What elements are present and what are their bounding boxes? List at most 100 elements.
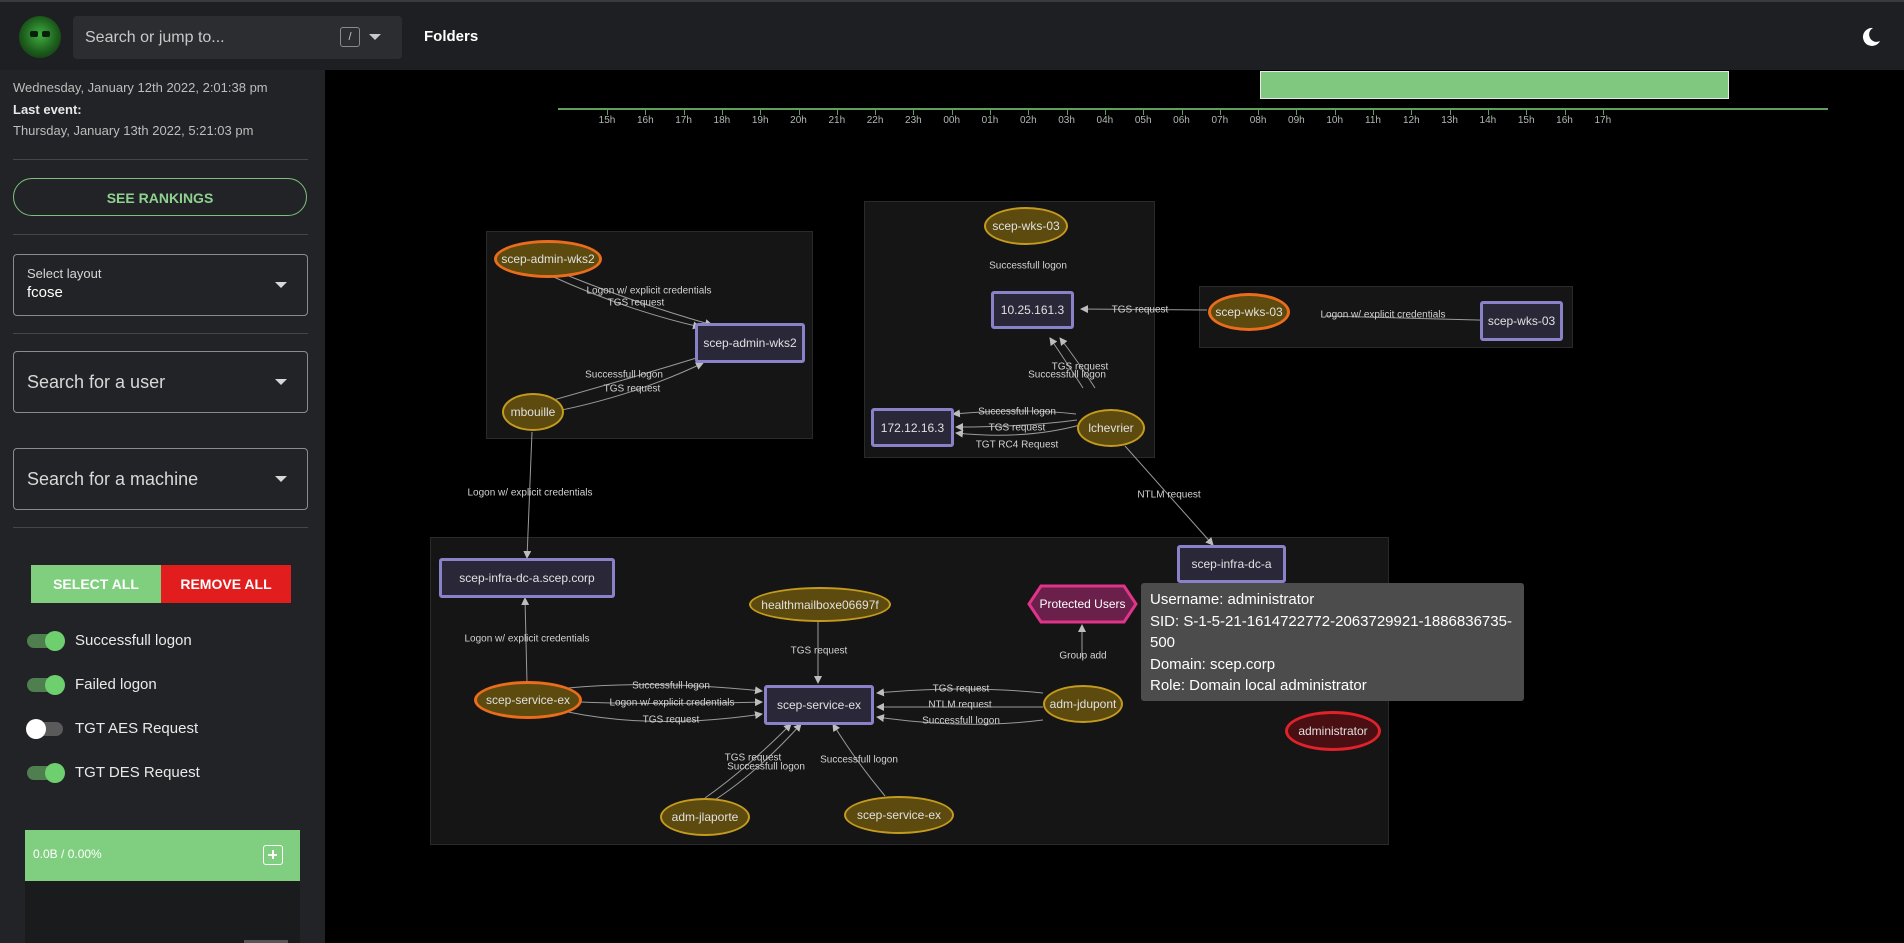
search-shortcut-key: /	[340, 27, 360, 47]
graph-node-scep-admin-wks2[interactable]: scep-admin-wks2	[494, 240, 602, 278]
edge-label: TGS request	[988, 422, 1046, 434]
toggle-successfull-logon[interactable]	[27, 631, 65, 651]
timeline-tick-label: 12h	[1402, 115, 1420, 126]
remove-all-button[interactable]: REMOVE ALL	[161, 565, 291, 603]
tooltip-domain: Domain: scep.corp	[1150, 655, 1276, 673]
timeline-tick-mark	[607, 110, 608, 115]
logo-eye-right	[42, 31, 50, 37]
timeline-tick-label: 11h	[1365, 115, 1381, 126]
timeline-axis	[558, 108, 1828, 110]
timeline-tick-mark	[951, 110, 953, 115]
timeline-tick-mark	[913, 110, 915, 115]
timeline-tick-mark	[1028, 110, 1030, 115]
machine-search-select[interactable]: Search for a machine	[13, 448, 308, 510]
user-search-select[interactable]: Search for a user	[13, 351, 308, 413]
graph-node-scep-service-ex-machine[interactable]: scep-service-ex	[764, 685, 874, 725]
timeline-tick-label: 15h	[1517, 115, 1535, 126]
timeline-tick-mark	[1296, 110, 1298, 115]
timeline-tick-mark	[760, 110, 762, 115]
app-logo[interactable]	[19, 16, 61, 58]
toggle-tgt-des-request[interactable]	[27, 763, 65, 783]
chevron-down-icon[interactable]	[275, 379, 287, 385]
edge-label: TGT RC4 Request	[975, 439, 1059, 451]
folders-link[interactable]: Folders	[424, 28, 479, 45]
timeline-tick-label: 14h	[1479, 115, 1497, 126]
edge-label: TGS request	[790, 645, 848, 657]
timeline-tick-label: 20h	[790, 115, 807, 126]
divider	[13, 159, 308, 160]
graph-node-10-25-161-3[interactable]: 10.25.161.3	[991, 291, 1074, 329]
timeline-tick-mark	[1143, 110, 1145, 115]
toggle-knob	[45, 763, 65, 783]
timeline-tick-label: 13h	[1441, 115, 1458, 126]
select-all-button[interactable]: SELECT ALL	[31, 565, 161, 603]
timeline-tick-label: 01h	[981, 115, 999, 126]
timeline-tick-mark	[1373, 110, 1374, 115]
divider	[13, 333, 308, 334]
edge-label: Group add	[1059, 650, 1107, 662]
see-rankings-button[interactable]: SEE RANKINGS	[13, 178, 307, 216]
graph-node-protected-users[interactable]: Protected Users	[1027, 584, 1138, 624]
edge-label: TGS request	[1111, 304, 1169, 316]
edge-label: NTLM request	[928, 699, 992, 711]
edge-label: Logon w/ explicit credentials	[586, 285, 712, 297]
graph-node-lchevrier[interactable]: lchevrier	[1077, 409, 1145, 447]
edge-label: Successfull logon	[820, 754, 898, 766]
chevron-down-icon[interactable]	[369, 34, 381, 40]
graph-node-172-12-16-3[interactable]: 172.12.16.3	[871, 408, 954, 447]
logo-eye-left	[30, 31, 38, 37]
timeline-tick-mark	[1411, 110, 1413, 115]
timeline-tick-label: 06h	[1173, 115, 1190, 126]
global-search-input[interactable]: Search or jump to... /	[73, 16, 402, 59]
tooltip-role: Role: Domain local administrator	[1150, 677, 1367, 694]
storage-usage-bar: 0.0B / 0.00%	[25, 830, 300, 881]
timeline-tick-mark	[798, 110, 800, 115]
graph-node-scep-wks-03-source[interactable]: scep-wks-03	[1208, 293, 1290, 331]
edge-label: Successfull logon	[989, 260, 1067, 272]
graph-node-adm-jlaporte[interactable]: adm-jlaporte	[660, 798, 750, 836]
graph-node-scep-infra-dc-a-scep-corp[interactable]: scep-infra-dc-a.scep.corp	[439, 558, 615, 598]
timeline-selection[interactable]	[1260, 71, 1729, 99]
timeline-tick-mark	[1258, 110, 1260, 115]
graph-node-scep-admin-wks2-machine[interactable]: scep-admin-wks2	[695, 323, 805, 363]
hexagon-shape	[1027, 584, 1138, 624]
theme-toggle-icon[interactable]	[1860, 26, 1882, 48]
timeline-tick-mark	[1487, 110, 1489, 115]
timeline-tick-mark	[1526, 110, 1528, 115]
timeline-tick-mark	[990, 110, 991, 115]
timeline-tick-label: 07h	[1211, 115, 1229, 126]
add-icon[interactable]	[263, 845, 283, 865]
graph-node-scep-wks-03-machine[interactable]: scep-wks-03	[1480, 301, 1563, 341]
timeline-tick-label: 09h	[1288, 115, 1305, 126]
toggle-label: Failed logon	[75, 676, 157, 693]
first-event-date: Wednesday, January 12th 2022, 2:01:38 pm	[13, 80, 268, 95]
toggle-failed-logon[interactable]	[27, 675, 65, 695]
storage-usage-text: 0.0B / 0.00%	[33, 847, 102, 861]
timeline-tick-label: 00h	[943, 115, 961, 126]
timeline-tick-label: 15h	[598, 115, 616, 126]
chevron-down-icon[interactable]	[275, 282, 287, 288]
graph-node-administrator[interactable]: administrator	[1285, 711, 1381, 751]
timeline-tick-mark	[683, 110, 685, 115]
toggle-knob	[26, 719, 46, 739]
chevron-down-icon[interactable]	[275, 476, 287, 482]
timeline-tick-mark	[1066, 110, 1068, 115]
edge-label: Successfull logon	[632, 680, 710, 692]
toggle-tgt-aes-request[interactable]	[26, 719, 63, 739]
last-event-label: Last event:	[13, 102, 82, 117]
graph-node-scep-wks-03[interactable]: scep-wks-03	[984, 207, 1068, 245]
timeline-tick-label: 22h	[866, 115, 884, 126]
graph-node-scep-service-ex[interactable]: scep-service-ex	[844, 796, 954, 834]
edge-label: Successfull logon	[585, 369, 663, 381]
edge-label: TGS request	[932, 683, 990, 695]
graph-node-adm-jdupont[interactable]: adm-jdupont	[1043, 685, 1123, 723]
graph-node-mbouille[interactable]: mbouille	[502, 393, 564, 431]
graph-node-scep-service-ex-source[interactable]: scep-service-ex	[474, 681, 582, 719]
edge-label: Logon w/ explicit credentials	[467, 487, 593, 499]
graph-node-healthmailboxe06697f[interactable]: healthmailboxe06697f	[749, 587, 891, 622]
layout-select[interactable]: Select layout fcose	[13, 254, 308, 316]
scrollbar[interactable]	[244, 940, 288, 943]
timeline-tick-label: 23h	[905, 115, 922, 126]
graph-node-scep-infra-dc-a[interactable]: scep-infra-dc-a	[1177, 545, 1286, 583]
